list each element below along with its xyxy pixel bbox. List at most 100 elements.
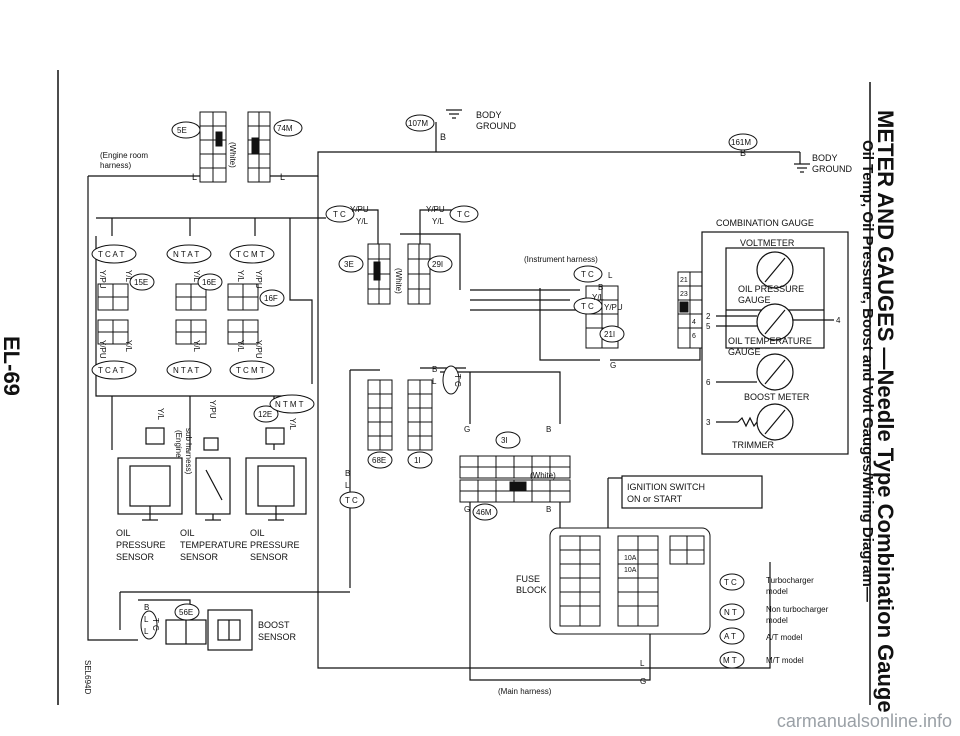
ignition-switch — [621, 475, 763, 509]
combination-gauge-frame — [701, 231, 849, 455]
oil-pressure-sensor-label-1: OIL — [116, 528, 131, 538]
ground-symbols — [446, 109, 810, 173]
engine-room-label: (Engine room — [100, 151, 148, 160]
trimmer-label: TRIMMER — [732, 440, 774, 450]
connector-29i-block — [407, 243, 431, 305]
fuse-10a-1: 10A — [624, 555, 637, 562]
combination-gauge-label: COMBINATION GAUGE — [716, 218, 814, 228]
connector-1i-block — [407, 379, 433, 451]
oil-temp-sensor-label-3: SENSOR — [180, 552, 219, 562]
connector-5e-block — [199, 111, 227, 183]
legend-text-mt: M/T model — [766, 656, 804, 665]
boost-sensor-body — [165, 609, 253, 651]
boost-sensor-label-1: BOOST — [258, 620, 290, 630]
fuse-label-1: FUSE — [516, 574, 540, 584]
wire-yl-10: Y/L — [156, 408, 165, 421]
conn-46m: 46M — [476, 508, 492, 517]
oil-pressure-sensor-left — [117, 427, 183, 521]
engine-sub-label: (Engine — [174, 430, 183, 458]
boost-sensor-label-2: SENSOR — [258, 632, 297, 642]
legend-text-nt-1: Non turbocharger — [766, 605, 829, 614]
legend-tag-tc: T C — [724, 578, 737, 587]
fuse-label-2: BLOCK — [516, 585, 547, 595]
sub-harness-label: sub harness) — [184, 428, 193, 475]
tag-nt-mt: N T M T — [275, 400, 304, 409]
sensor-connectors — [97, 283, 259, 345]
pin-6: 6 — [706, 378, 711, 387]
oil-temp-gauge-label-1: OIL TEMPERATURE — [728, 336, 812, 346]
ignition-label-1: IGNITION SWITCH — [627, 482, 705, 492]
wire-l-3: L — [608, 271, 613, 280]
oil-pressure-sensor-label-2: PRESSURE — [116, 540, 166, 550]
wire-g-2: G — [464, 425, 470, 434]
white-label-3: (White) — [530, 471, 556, 480]
wire-g-1: G — [610, 361, 616, 370]
oil-pressure-sensor-r-label-2: PRESSURE — [250, 540, 300, 550]
tag-tc-7: T C — [151, 618, 160, 631]
wire-ypu-8: Y/PU — [208, 400, 217, 419]
wire-yl-2: Y/L — [432, 217, 445, 226]
conn-68e: 68E — [372, 456, 386, 465]
wire-l-1: L — [192, 172, 197, 182]
tag-tc-mt-top: T C M T — [236, 250, 265, 259]
conn-5e: 5E — [177, 126, 187, 135]
tag-tc-2: T C — [457, 210, 470, 219]
legend: T C Turbocharger model N T Non turbochar… — [723, 576, 829, 665]
tag-tc-5: T C — [453, 374, 462, 387]
wire-yl-8: Y/L — [236, 270, 245, 283]
wire-l-2: L — [280, 172, 285, 182]
oil-pressure-sensor-r-label-1: OIL — [250, 528, 265, 538]
pin-num-23: 23 — [680, 291, 688, 298]
legend-text-at: A/T model — [766, 633, 803, 642]
ground-label-2: GROUND — [812, 164, 852, 174]
wire-ypu-2: Y/PU — [426, 205, 445, 214]
wire-ypu-7: Y/PU — [254, 340, 263, 359]
wire-yl-9: Y/L — [236, 340, 245, 353]
wire-yl-4: Y/L — [124, 270, 133, 283]
wire-l-8: L — [144, 627, 149, 636]
oil-temp-sensor-label-1: OIL — [180, 528, 195, 538]
wire-l-4: L — [432, 377, 437, 386]
legend-text-nt-2: model — [766, 616, 788, 625]
connector-46m-block — [459, 479, 571, 503]
boost-meter-label: BOOST METER — [744, 392, 810, 402]
conn-21i: 21I — [604, 330, 615, 339]
tag-tc-at-top: T C A T — [98, 250, 124, 259]
conn-15e: 15E — [134, 278, 148, 287]
wire-ypu-1: Y/PU — [350, 205, 369, 214]
pin-num-6: 6 — [692, 333, 696, 340]
pin-5: 5 — [706, 322, 711, 331]
legend-text-tc-2: model — [766, 587, 788, 596]
wire-l-7: L — [144, 615, 149, 624]
conn-29i: 29I — [432, 260, 443, 269]
wire-l-5: L — [345, 481, 350, 490]
wire-yl-11: Y/L — [288, 418, 297, 431]
wires — [87, 122, 771, 681]
wire-b-7: B — [345, 469, 350, 478]
site-watermark: carmanualsonline.info — [776, 711, 952, 731]
conn-107m: 107M — [408, 119, 428, 128]
wire-b-4: B — [432, 365, 437, 374]
wire-ypu-6: Y/PU — [254, 270, 263, 289]
connector-ovals — [91, 114, 758, 669]
wire-yl-1: Y/L — [356, 217, 369, 226]
oil-pressure-gauge-label-1: OIL PRESSURE — [738, 284, 804, 294]
oil-pressure-gauge-label-2: GAUGE — [738, 295, 771, 305]
connector-68e-block — [367, 379, 393, 451]
wire-b-5: B — [546, 425, 551, 434]
oil-temp-gauge-label-2: GAUGE — [728, 347, 761, 357]
legend-text-tc-1: Turbocharger — [766, 576, 814, 585]
tag-tc-at-bottom: T C A T — [98, 366, 124, 375]
instrument-harness-label: (Instrument harness) — [524, 255, 598, 264]
harness-label: harness) — [100, 161, 131, 170]
legend-tag-mt: M T — [723, 656, 737, 665]
ground-label-1: GROUND — [476, 121, 516, 131]
pin-3: 3 — [706, 418, 711, 427]
conn-1i: 1I — [414, 456, 421, 465]
oil-temp-sensor — [195, 437, 231, 521]
wire-yl-3: Y/L — [592, 293, 605, 302]
tag-tc-3: T C — [581, 270, 594, 279]
tag-tc-1: T C — [333, 210, 346, 219]
